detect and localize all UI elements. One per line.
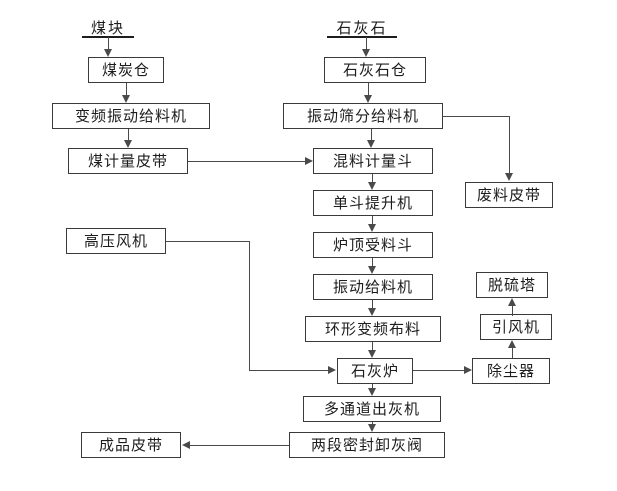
edge-coal-weigh-belt-to-mix-weigh-hopper [188, 161, 306, 162]
edge-hp-blower-to-lime-kiln-seg2 [249, 241, 250, 371]
arrowhead-coal-lump-to-coal-bin [104, 49, 112, 57]
source-label-limestone: 石灰石 [327, 14, 397, 38]
node-vibro-screen-feeder[interactable]: 振动筛分给料机 [283, 103, 443, 129]
edge-limestone-to-limestone-bin [366, 37, 367, 50]
arrowhead-dust-collector-to-id-fan [508, 340, 516, 348]
node-furnace-top-hopper[interactable]: 炉顶受料斗 [313, 232, 433, 258]
arrowhead-ash-discharger-to-ash-valve [368, 424, 376, 432]
node-multi-ash-discharger[interactable]: 多通道出灰机 [303, 396, 441, 422]
arrowhead-hp-blower-to-lime-kiln [328, 366, 336, 374]
node-waste-belt[interactable]: 废料皮带 [465, 182, 553, 208]
node-lime-kiln[interactable]: 石灰炉 [337, 358, 413, 384]
arrowhead-vfd-vibro-feeder-to-coal-weigh-belt [124, 140, 132, 148]
node-vibro-feeder[interactable]: 振动给料机 [313, 274, 433, 300]
edge-hp-blower-to-lime-kiln-seg1 [166, 241, 250, 242]
node-coal-bin[interactable]: 煤炭仓 [88, 57, 164, 83]
node-dust-collector[interactable]: 除尘器 [472, 358, 550, 384]
arrowhead-limestone-to-limestone-bin [362, 49, 370, 57]
edge-mix-weigh-hopper-to-skip-hoist [372, 174, 373, 183]
edge-vfd-vibro-feeder-to-coal-weigh-belt [128, 129, 129, 141]
edge-screen-feeder-to-waste-belt-vertical [509, 116, 510, 174]
edge-lime-kiln-to-dust-collector [413, 370, 465, 371]
arrowhead-lime-kiln-to-dust-collector [464, 366, 472, 374]
node-vfd-vibro-feeder[interactable]: 变频振动给料机 [52, 103, 210, 129]
arrowhead-ash-valve-to-product-belt [182, 441, 190, 449]
arrowhead-mix-weigh-hopper-to-skip-hoist [368, 182, 376, 190]
source-label-coal-lump: 煤块 [82, 14, 134, 38]
edge-ash-valve-to-product-belt [190, 445, 289, 446]
edge-coal-bin-to-vfd-vibro-feeder [126, 83, 127, 96]
arrowhead-vibro-feeder-to-ring-distributor [368, 308, 376, 316]
edge-ring-distributor-to-lime-kiln [372, 342, 373, 351]
edge-vibro-feeder-to-ring-distributor [372, 300, 373, 309]
edge-hp-blower-to-lime-kiln-seg3 [249, 370, 329, 371]
arrowhead-ring-distributor-to-lime-kiln [368, 350, 376, 358]
node-limestone-bin[interactable]: 石灰石仓 [324, 57, 426, 83]
arrowhead-skip-hoist-to-furnace-top-hopper [368, 224, 376, 232]
node-skip-hoist[interactable]: 单斗提升机 [313, 190, 433, 216]
edge-dust-collector-to-id-fan [512, 347, 513, 358]
edge-screen-feeder-to-mix-weigh-hopper [371, 129, 372, 141]
edge-id-fan-to-desulfur-tower [512, 305, 513, 316]
edge-coal-lump-to-coal-bin [108, 37, 109, 50]
node-hp-blower[interactable]: 高压风机 [66, 228, 166, 254]
arrowhead-lime-kiln-to-ash-discharger [368, 388, 376, 396]
node-two-stage-ash-valve[interactable]: 两段密封卸灰阀 [289, 432, 445, 458]
arrowhead-screen-feeder-to-waste-belt [505, 173, 513, 181]
edge-lime-kiln-to-ash-discharger [372, 384, 373, 389]
edge-furnace-top-hopper-to-vibro-feeder [372, 258, 373, 267]
edge-limestone-bin-to-screen-feeder [368, 83, 369, 96]
arrowhead-furnace-top-hopper-to-vibro-feeder [368, 266, 376, 274]
node-desulfur-tower[interactable]: 脱硫塔 [476, 272, 548, 298]
node-coal-weigh-belt[interactable]: 煤计量皮带 [68, 148, 188, 174]
node-mix-weigh-hopper[interactable]: 混料计量斗 [313, 148, 433, 174]
node-product-belt[interactable]: 成品皮带 [81, 432, 181, 458]
arrowhead-coal-bin-to-vfd-vibro-feeder [122, 95, 130, 103]
node-ring-vfd-distributor[interactable]: 环形变频布料 [305, 316, 441, 342]
node-induced-draft-fan[interactable]: 引风机 [480, 314, 552, 340]
arrowhead-screen-feeder-to-mix-weigh-hopper [367, 140, 375, 148]
arrowhead-id-fan-to-desulfur-tower [508, 298, 516, 306]
edge-skip-hoist-to-furnace-top-hopper [372, 216, 373, 225]
arrowhead-coal-weigh-belt-to-mix-weigh-hopper [305, 157, 313, 165]
edge-screen-feeder-to-waste-belt-horizontal [443, 116, 510, 117]
edge-ash-discharger-to-ash-valve [372, 422, 373, 425]
arrowhead-limestone-bin-to-screen-feeder [364, 95, 372, 103]
